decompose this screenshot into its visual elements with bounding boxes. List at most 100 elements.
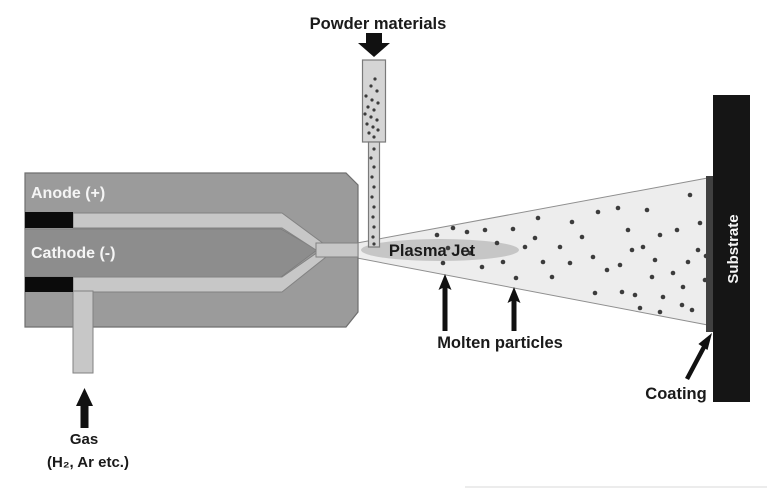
particle-dot	[372, 242, 376, 246]
particle-dot	[370, 195, 374, 199]
particle-dot	[644, 207, 650, 213]
particle-dot	[450, 225, 456, 231]
particle-dot	[372, 147, 376, 151]
particle-dot	[376, 128, 380, 132]
coating-arrow-head-icon	[698, 333, 712, 350]
particle-dot	[372, 108, 376, 112]
particle-dot	[367, 131, 371, 135]
particle-dot	[657, 309, 663, 315]
particle-dot	[464, 229, 470, 235]
plasma-jet-label: Plasma Jet	[389, 242, 476, 260]
particle-dot	[640, 244, 646, 250]
particle-dot	[652, 257, 658, 263]
particle-dot	[434, 232, 440, 238]
coating-arrow-line	[685, 345, 706, 381]
particle-dot	[657, 232, 663, 238]
powder-feed-arrow-icon	[358, 33, 390, 57]
particle-dot	[595, 209, 601, 215]
particle-dot	[369, 115, 373, 119]
particle-dot	[373, 77, 377, 81]
particle-dot	[500, 259, 506, 265]
particle-dot	[557, 244, 563, 250]
cathode-terminal	[25, 277, 73, 292]
particle-dot	[371, 125, 375, 129]
nozzle-exit-channel	[315, 242, 359, 258]
particle-dot	[629, 247, 635, 253]
molten-arrow-right-icon	[507, 287, 521, 331]
particle-dot	[479, 264, 485, 270]
substrate-bar	[713, 95, 750, 402]
gas-types-label: (H₂, Ar etc.)	[47, 454, 129, 471]
particle-dot	[617, 262, 623, 268]
cathode-label: Cathode (-)	[31, 245, 115, 262]
particle-dot	[532, 235, 538, 241]
powder-hopper-tube	[361, 59, 387, 143]
molten-particles-label: Molten particles	[437, 334, 563, 352]
cathode-block	[24, 228, 318, 278]
molten-particle-dots	[434, 192, 709, 315]
gas-annotation: Gas (H₂, Ar etc.)	[47, 388, 129, 471]
particle-dot	[569, 219, 575, 225]
particle-dot	[372, 185, 376, 189]
gas-label: Gas	[70, 431, 98, 448]
particle-dot	[445, 245, 451, 251]
particle-dot	[549, 274, 555, 280]
particle-dot	[567, 260, 573, 266]
particle-dot	[370, 98, 374, 102]
powder-injector-tube	[367, 141, 381, 248]
particle-dot	[679, 302, 685, 308]
spray-gun-group: Anode (+) Cathode (-)	[24, 172, 359, 374]
particle-dot	[372, 225, 376, 229]
particle-dot	[513, 275, 519, 281]
particle-dot	[625, 227, 631, 233]
particle-dot	[540, 259, 546, 265]
particle-dot	[365, 122, 369, 126]
particle-dot	[670, 270, 676, 276]
particle-dot	[604, 267, 610, 273]
particle-dot	[510, 226, 516, 232]
molten-arrow-left-icon	[438, 274, 452, 331]
particle-dot	[370, 175, 374, 179]
particle-dot	[660, 294, 666, 300]
particle-dot	[649, 274, 655, 280]
particle-dot	[372, 205, 376, 209]
particle-dot	[371, 235, 375, 239]
particle-dot	[685, 259, 691, 265]
anode-label: Anode (+)	[31, 185, 105, 202]
plasma-jet-flame	[361, 239, 519, 261]
particle-dot	[482, 227, 488, 233]
particle-dot	[689, 307, 695, 313]
powder-particle-dots	[363, 77, 380, 246]
molten-particles-annotation: Molten particles	[437, 274, 563, 352]
particle-dot	[592, 290, 598, 296]
particle-dot	[369, 156, 373, 160]
particle-dot	[522, 244, 528, 250]
particle-dot	[372, 165, 376, 169]
particle-dot	[632, 292, 638, 298]
particle-dot	[364, 94, 368, 98]
particle-dot	[615, 205, 621, 211]
particle-dot	[619, 289, 625, 295]
powder-feed-group: Powder materials	[310, 15, 447, 248]
particle-dot	[674, 227, 680, 233]
spray-cone-group	[356, 176, 714, 327]
particle-dot	[363, 112, 367, 116]
particle-dot	[372, 135, 376, 139]
substrate-group: Substrate	[706, 95, 750, 402]
particle-dot	[375, 118, 379, 122]
particle-dot	[366, 105, 370, 109]
particle-dot	[697, 220, 703, 226]
particle-dot	[695, 247, 701, 253]
gas-arrow-icon	[76, 388, 93, 428]
particle-dot	[375, 89, 379, 93]
particle-dot	[590, 254, 596, 260]
particle-dot	[371, 215, 375, 219]
particle-dot	[369, 84, 373, 88]
coating-annotation: Coating	[645, 333, 712, 403]
particle-dot	[680, 284, 686, 290]
anode-terminal	[25, 212, 73, 228]
powder-materials-label: Powder materials	[310, 15, 447, 33]
coating-layer	[706, 176, 714, 332]
substrate-label: Substrate	[725, 214, 742, 283]
